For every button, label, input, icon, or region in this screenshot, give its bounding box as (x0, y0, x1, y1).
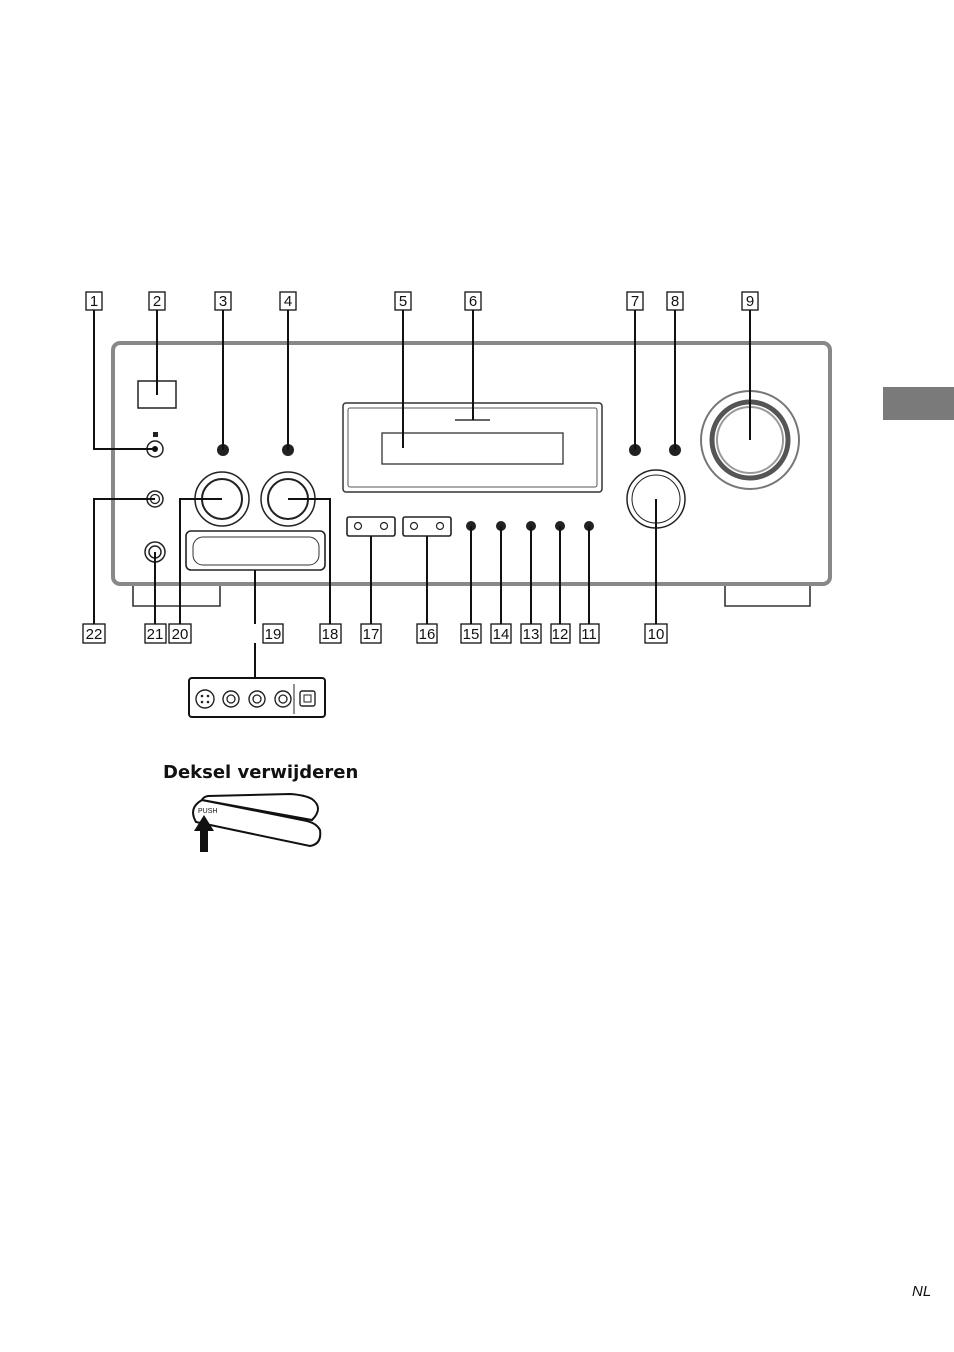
leader-lines (93, 310, 751, 678)
section-title: Deksel verwijderen (163, 762, 359, 783)
callout-16: 16 (419, 626, 436, 643)
callout-19: 19 (265, 626, 282, 643)
callout-2: 2 (153, 293, 161, 310)
callout-10: 10 (648, 626, 665, 643)
callout-5: 5 (399, 293, 407, 310)
callout-6: 6 (469, 293, 477, 310)
push-label: PUSH (198, 808, 217, 815)
callout-22: 22 (86, 626, 103, 643)
callout-18: 18 (322, 626, 339, 643)
callout-8: 8 (671, 293, 679, 310)
callout-15: 15 (463, 626, 480, 643)
right-foot (724, 584, 811, 607)
callout-7: 7 (631, 293, 639, 310)
front-connector-panel (188, 677, 326, 718)
callout-3: 3 (219, 293, 227, 310)
cover-removal-illustration: PUSH (192, 792, 322, 852)
page-language-label: NL (912, 1283, 932, 1300)
standby-mark (153, 432, 158, 437)
callout-20: 20 (172, 626, 189, 643)
callout-9: 9 (746, 293, 754, 310)
s-video-jack-icon (195, 689, 215, 709)
callout-12: 12 (552, 626, 569, 643)
callout-17: 17 (363, 626, 380, 643)
display (381, 432, 564, 465)
callout-13: 13 (523, 626, 540, 643)
callout-1: 1 (90, 293, 98, 310)
push-arrow-icon (194, 815, 214, 852)
callout-14: 14 (493, 626, 510, 643)
callout-4: 4 (284, 293, 292, 310)
callout-21: 21 (147, 626, 164, 643)
page-tab-marker (883, 387, 954, 420)
callout-11: 11 (581, 626, 597, 643)
left-foot (132, 584, 221, 607)
